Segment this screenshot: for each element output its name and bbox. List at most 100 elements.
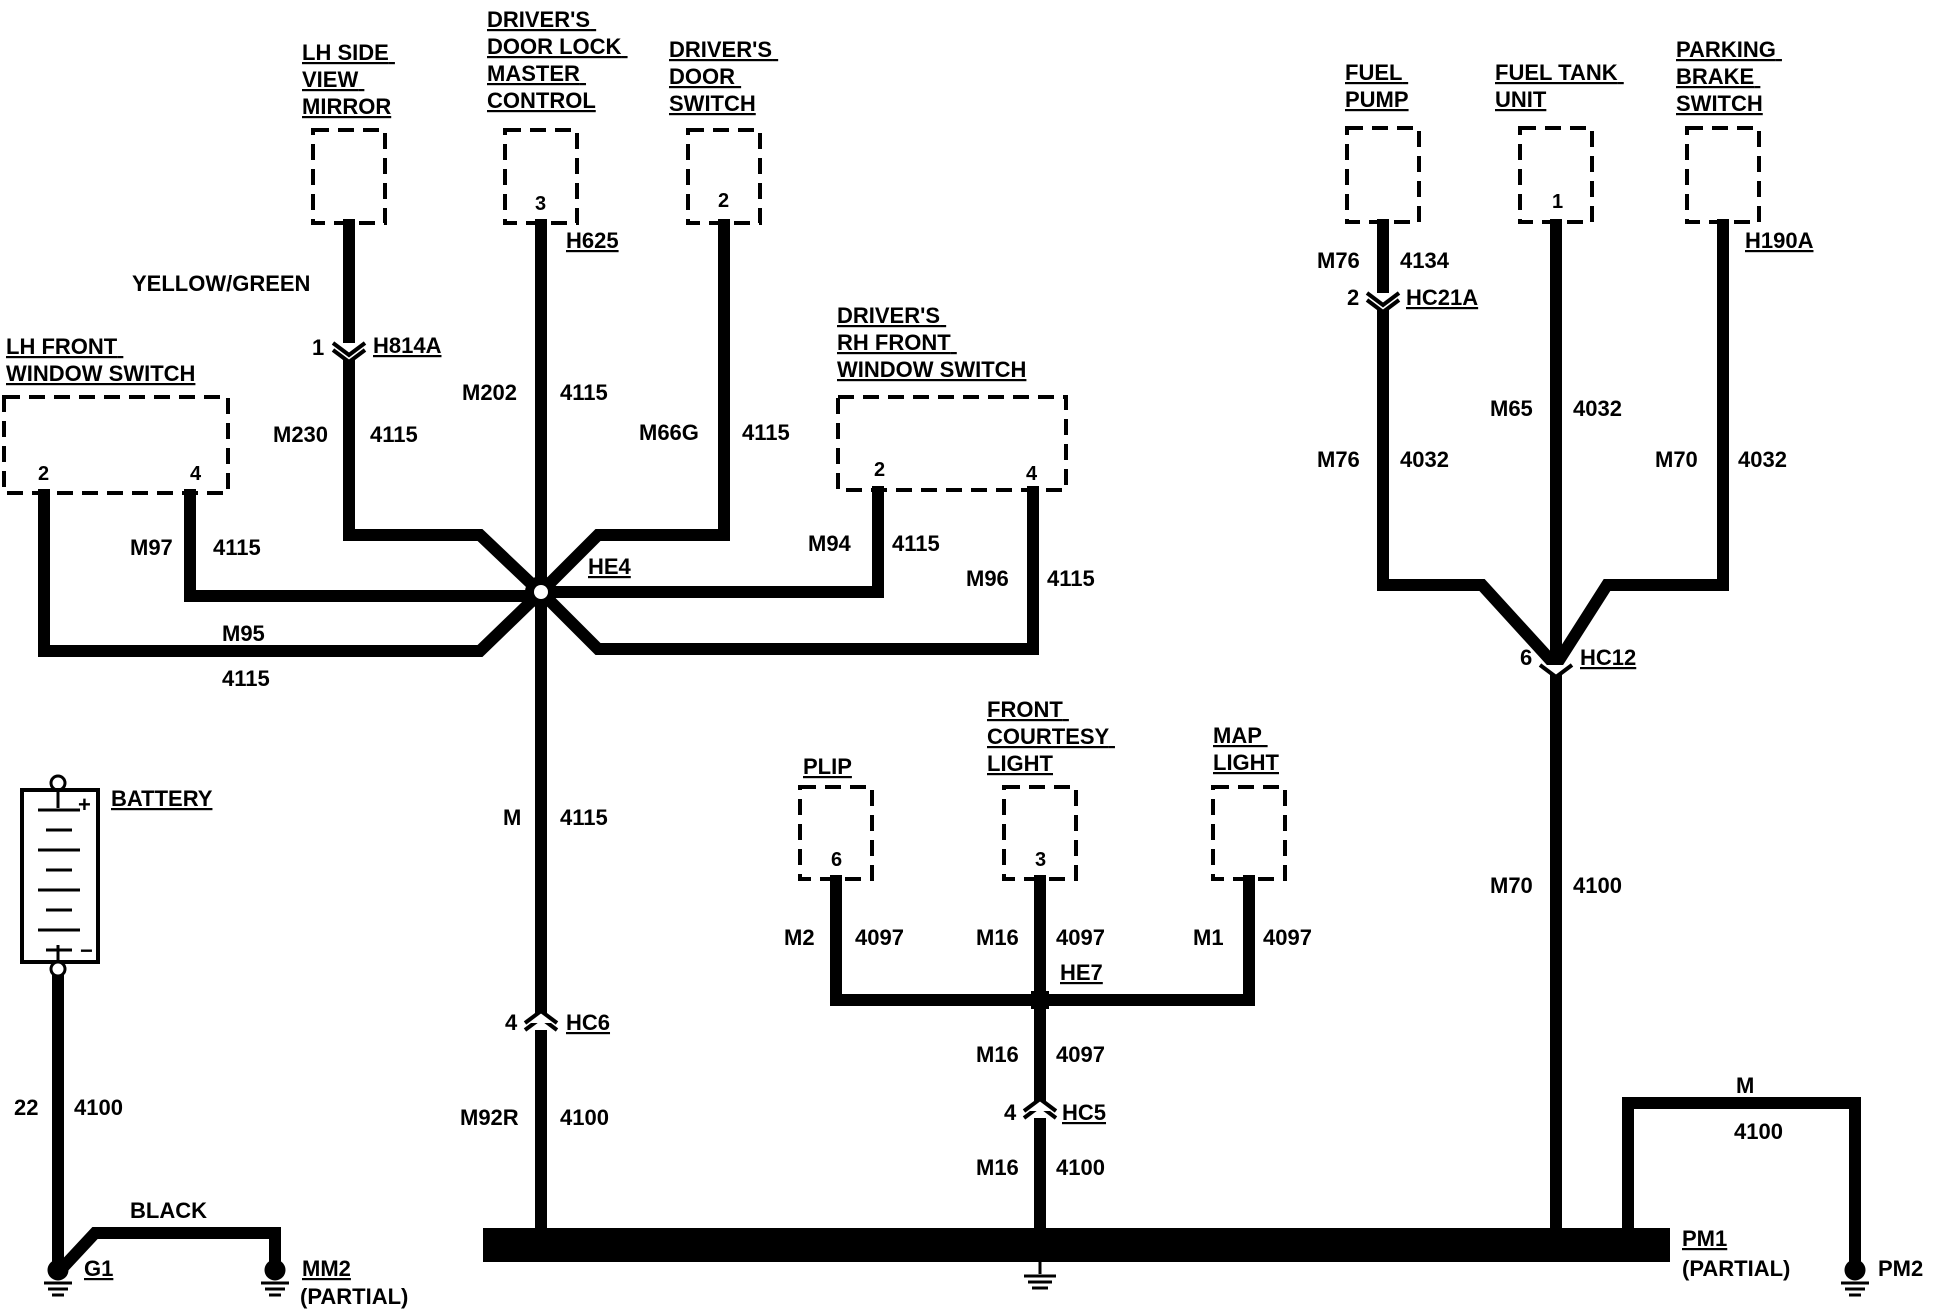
- wire-m96: M96: [966, 566, 1009, 591]
- pin-door-switch: 2: [718, 190, 729, 212]
- ground-pm2: PM2: [1878, 1256, 1923, 1281]
- connector-hc5: HC5: [1062, 1100, 1106, 1125]
- battery-label: BATTERY: [111, 786, 213, 811]
- wire-m97: M97: [130, 535, 173, 560]
- wire-m-main: M: [503, 805, 521, 830]
- pin-hc5: 4: [1004, 1100, 1017, 1125]
- wire-m66g: M66G: [639, 420, 699, 445]
- pin-rh-window-4: 4: [1026, 463, 1038, 485]
- wire-m-pm2-num: 4100: [1734, 1119, 1783, 1144]
- fuel-pump-label: FUEL PUMP: [1345, 60, 1409, 112]
- ground-bus: [483, 1228, 1670, 1262]
- pin-hc21a: 2: [1347, 285, 1359, 310]
- wire-bat-num: 4100: [74, 1095, 123, 1120]
- parking-brake-switch-label: PARKING BRAKE SWITCH: [1676, 37, 1782, 116]
- wire-m16b: M16: [976, 1042, 1019, 1067]
- connector-hc12: HC12: [1580, 645, 1636, 670]
- connector-hc6: HC6: [566, 1010, 610, 1035]
- wire-m1: M1: [1193, 925, 1224, 950]
- wire-m16c: M16: [976, 1155, 1019, 1180]
- wire-m97-num: 4115: [213, 535, 261, 560]
- connector-he4: HE4: [588, 554, 632, 579]
- wire-m95-num: 4115: [222, 666, 270, 691]
- lh-side-view-mirror-label: LH SIDE VIEW MIRROR: [302, 40, 395, 119]
- wire-m202-num: 4115: [560, 380, 608, 405]
- he7-splice: [1031, 991, 1049, 1009]
- wire-m70a-num: 4032: [1738, 447, 1787, 472]
- wire-m76a: M76: [1317, 248, 1360, 273]
- wire-m16b-num: 4097: [1056, 1042, 1105, 1067]
- lh-side-view-mirror-box: [311, 128, 387, 225]
- wire-m65-num: 4032: [1573, 396, 1622, 421]
- parking-brake-switch-box: [1685, 126, 1761, 224]
- wire-black: BLACK: [130, 1198, 207, 1223]
- wire-mirror-color: YELLOW/GREEN: [132, 271, 310, 296]
- wire-m76b-num: 4032: [1400, 447, 1449, 472]
- wire-m2: M2: [784, 925, 815, 950]
- ground-pm1: PM1: [1682, 1226, 1727, 1251]
- ground-g1: G1: [84, 1256, 113, 1281]
- pin-hc6: 4: [505, 1010, 518, 1035]
- plip-label: PLIP: [803, 754, 852, 779]
- pin-door-lock: 3: [535, 193, 546, 215]
- battery-symbol: [20, 774, 100, 978]
- connector-hc21a: HC21A: [1406, 285, 1478, 310]
- connector-h814a: H814A: [373, 333, 442, 358]
- wire-m230: M230: [273, 422, 328, 447]
- wire-m202: M202: [462, 380, 517, 405]
- wire-m92r: M92R: [460, 1105, 519, 1130]
- ground-mm2: MM2: [302, 1256, 351, 1281]
- wire-m1-num: 4097: [1263, 925, 1312, 950]
- wires: [38, 219, 1861, 1271]
- wire-m2-num: 4097: [855, 925, 904, 950]
- wire-m66g-num: 4115: [742, 420, 790, 445]
- wire-bat-22: 22: [14, 1095, 38, 1120]
- wire-m70b: M70: [1490, 873, 1533, 898]
- ground-symbols: [44, 1259, 1869, 1297]
- ground-mm2-note: (PARTIAL): [300, 1284, 408, 1309]
- pin-plip: 6: [831, 849, 842, 871]
- connector-symbols: [331, 291, 1574, 1120]
- ground-pm1-note: (PARTIAL): [1682, 1256, 1790, 1281]
- wire-m16a-num: 4097: [1056, 925, 1105, 950]
- map-light-box: [1211, 785, 1287, 881]
- pin-lh-window-4: 4: [190, 463, 202, 485]
- fuel-tank-unit-label: FUEL TANK UNIT: [1495, 60, 1624, 112]
- map-light-label: MAP LIGHT: [1213, 723, 1280, 775]
- wire-m76a-num: 4134: [1400, 248, 1450, 273]
- rh-front-window-switch-label: DRIVER'S RH FRONT WINDOW SWITCH: [837, 303, 1026, 382]
- lh-front-window-switch-label: LH FRONT WINDOW SWITCH: [6, 334, 195, 386]
- wire-m230-num: 4115: [370, 422, 418, 447]
- wire-m92r-num: 4100: [560, 1105, 609, 1130]
- connector-he7: HE7: [1060, 960, 1103, 985]
- pin-hc12: 6: [1520, 645, 1532, 670]
- wire-m76b: M76: [1317, 447, 1360, 472]
- wire-m95: M95: [222, 621, 265, 646]
- wire-m-main-num: 4115: [560, 805, 608, 830]
- wire-m94: M94: [808, 531, 852, 556]
- rh-front-window-switch-box: [836, 395, 1068, 492]
- pin-rh-window-2: 2: [874, 459, 885, 481]
- wire-m16a: M16: [976, 925, 1019, 950]
- wire-m-pm2: M: [1736, 1073, 1754, 1098]
- wire-m70a: M70: [1655, 447, 1698, 472]
- lh-front-window-switch-box: [2, 395, 230, 495]
- pin-courtesy: 3: [1035, 849, 1046, 871]
- battery-minus: −: [80, 938, 93, 963]
- pin-fuel-tank: 1: [1552, 191, 1563, 213]
- door-lock-master-label: DRIVER'S DOOR LOCK MASTER CONTROL: [487, 7, 628, 113]
- fuel-pump-box: [1345, 126, 1421, 224]
- pin-h814a: 1: [312, 335, 324, 360]
- battery-plus: +: [78, 792, 91, 817]
- wire-m65: M65: [1490, 396, 1533, 421]
- wire-m70b-num: 4100: [1573, 873, 1622, 898]
- wire-m96-num: 4115: [1047, 566, 1095, 591]
- wire-m16c-num: 4100: [1056, 1155, 1105, 1180]
- connector-h190a: H190A: [1745, 228, 1814, 253]
- drivers-door-switch-label: DRIVER'S DOOR SWITCH: [669, 37, 778, 116]
- wire-m94-num: 4115: [892, 531, 940, 556]
- pin-lh-window-2: 2: [38, 463, 49, 485]
- connector-h625: H625: [566, 228, 619, 253]
- front-courtesy-light-label: FRONT COURTESY LIGHT: [987, 697, 1115, 776]
